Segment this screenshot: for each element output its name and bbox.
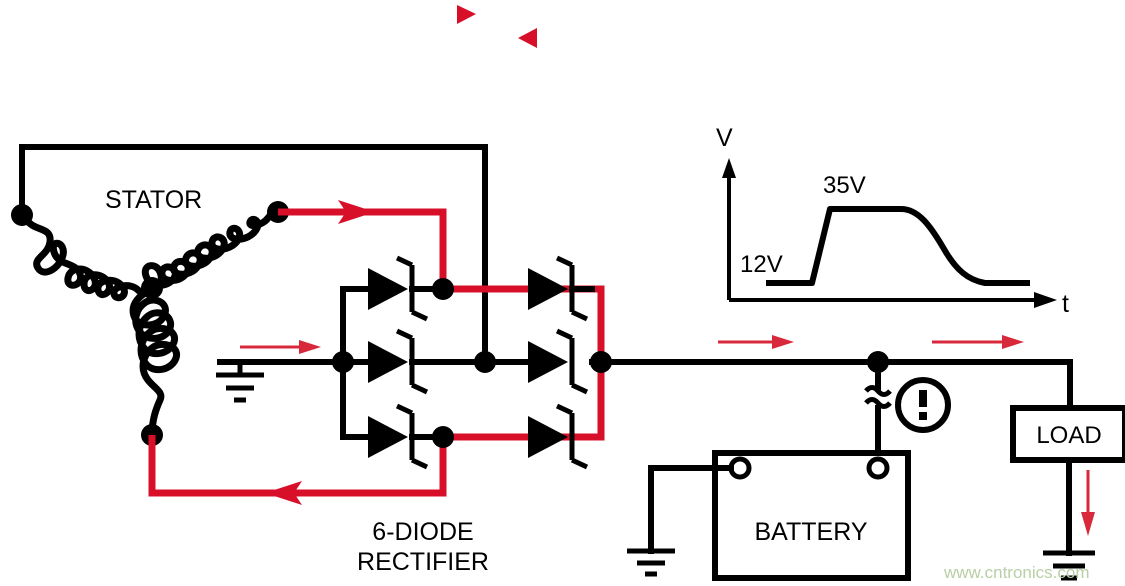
load-label: LOAD [1036,422,1101,449]
red-arrow-output-1 [718,335,794,349]
output-bus-wire [598,359,1073,411]
diode-left-middle [368,328,435,395]
warning-exclamation-icon [895,377,951,433]
waveform-trace [766,206,1030,286]
red-triangle-right-marker [457,5,476,24]
waveform-y-label: V [716,124,733,152]
stator-coil-phase-c [129,286,181,439]
red-current-path [148,208,605,497]
broken-connection-icon [864,385,892,409]
stator-coil-phase-b [141,208,282,292]
red-arrow-stator-out [338,200,375,224]
waveform-x-arrowhead [1034,292,1057,308]
waveform-high-label: 35V [823,172,866,199]
ground-icon [216,362,264,403]
stator-coil-phase-a [22,215,156,302]
junction-mid-bus [474,351,496,373]
diode-left-bottom [368,403,435,470]
red-arrow-output-2 [932,335,1024,349]
red-arrow-load-current [1081,470,1095,536]
battery-ground-wire [648,465,734,554]
load-dump-waveform-chart: V t 12V 35V [716,124,1069,318]
diode-right-top [528,255,595,322]
junction-top-left [432,278,454,300]
stator-node-phase-a [11,204,33,226]
battery-ground-icon [627,548,675,577]
stator-label: STATOR [105,186,202,214]
battery-terminal-positive [866,456,890,480]
stator-phase-a-wire [19,144,488,363]
rectifier-label-line1: 6-DIODE [372,518,473,546]
site-watermark: www.cntronics.com [943,563,1089,582]
junction-neutral-rail [332,351,354,373]
diode-right-bottom [528,403,589,470]
load-ground-icon [1043,550,1095,581]
rectifier-label-line2: RECTIFIER [357,548,489,576]
junction-bottom-left [432,426,454,448]
red-arrow-stator-return [265,481,302,505]
red-triangle-left-marker [518,28,537,48]
battery-label: BATTERY [755,518,868,546]
stator-neutral-node [141,277,163,299]
waveform-low-label: 12V [740,251,783,278]
diode-left-top [368,255,435,322]
waveform-y-arrowhead [722,158,736,178]
red-arrow-neutral-in [240,340,321,354]
waveform-x-label: t [1062,290,1069,318]
diode-right-middle [528,328,589,395]
